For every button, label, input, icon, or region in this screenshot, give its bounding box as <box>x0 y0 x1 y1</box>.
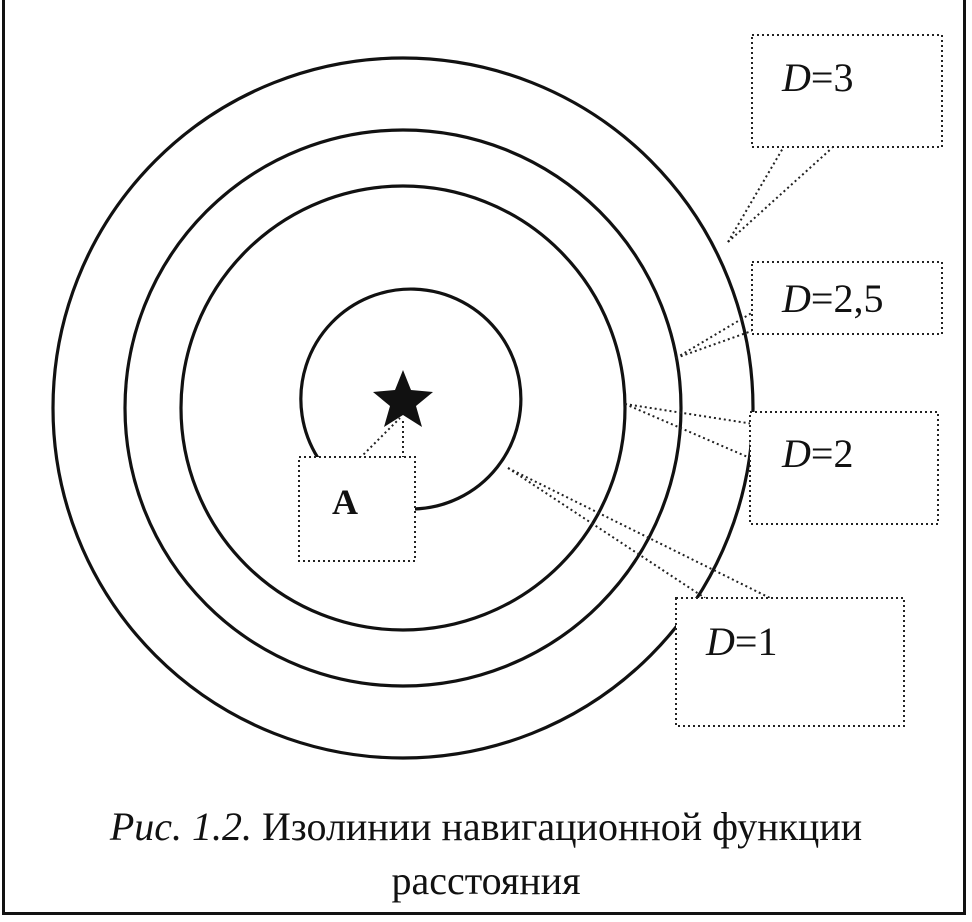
ring-label-2: D=2 <box>781 431 853 476</box>
leader-line-1a <box>507 467 706 599</box>
leader-line-a-1 <box>359 417 401 459</box>
ring-label-2-5: D=2,5 <box>781 276 883 321</box>
callout-box-3 <box>751 34 943 148</box>
callout-box-2 <box>749 411 939 525</box>
ring-label-3: D=3 <box>781 55 853 100</box>
callout-box-2-5 <box>751 261 943 335</box>
isoline-ring-1 <box>299 287 523 511</box>
caption-prefix: Рис. 1.2. <box>109 804 253 849</box>
leader-line-2b <box>624 403 751 459</box>
star-icon <box>373 370 433 427</box>
isoline-ring-3 <box>51 56 755 760</box>
leader-line-3b <box>727 147 833 243</box>
ring-label-1: D=1 <box>705 619 777 664</box>
caption-line-2: расстояния <box>391 858 581 903</box>
caption-title: Изолинии навигационной функции <box>262 804 863 849</box>
caption-line-1: Рис. 1.2. Изолинии навигационной функции <box>0 800 972 854</box>
callout-box-1 <box>675 597 905 727</box>
leader-line-1b <box>507 467 771 599</box>
leader-line-2a <box>624 403 761 426</box>
isoline-diagram: D=3 D=2,5 D=2 D=1 A <box>51 34 943 760</box>
leader-line-2-5a <box>675 307 761 359</box>
callout-box-a <box>298 456 416 562</box>
isoline-ring-2-5 <box>123 128 683 688</box>
leader-line-3a <box>727 147 784 243</box>
figure-caption: Рис. 1.2. Изолинии навигационной функции… <box>0 800 972 908</box>
isoline-ring-2 <box>179 184 627 632</box>
point-label-a: A <box>332 482 358 522</box>
